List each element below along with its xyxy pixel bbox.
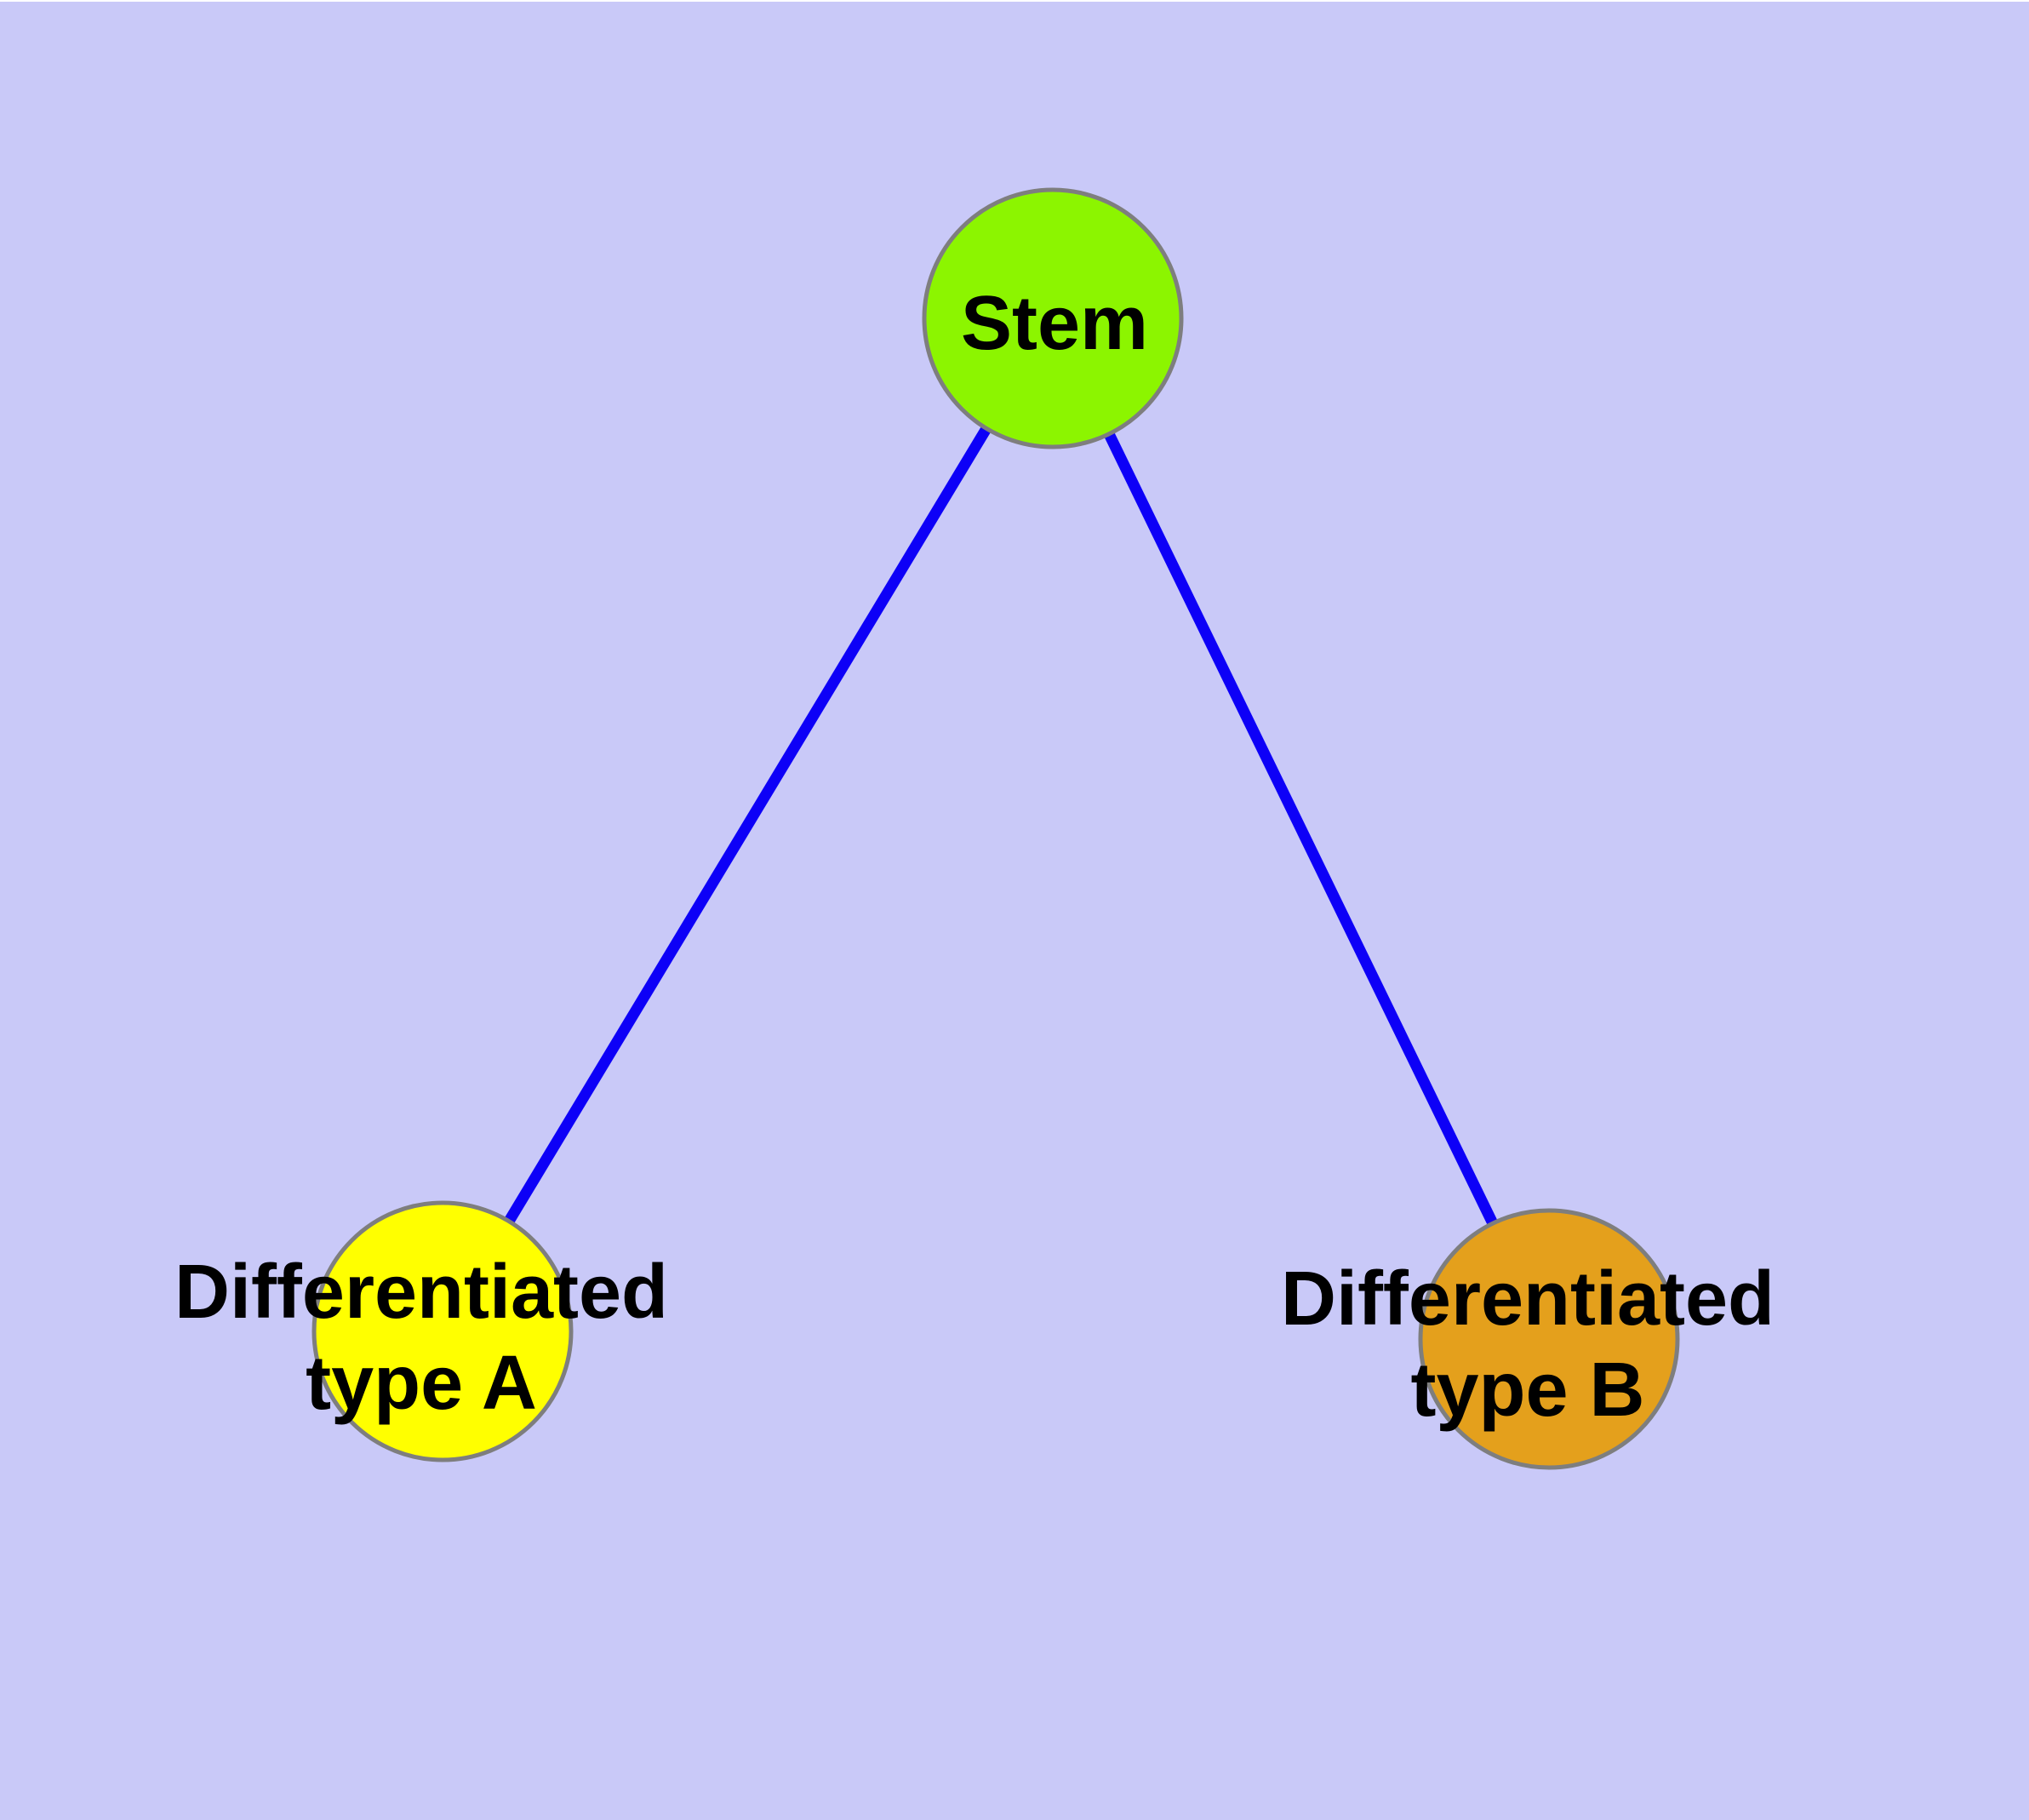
node-type-b-label-line-2: type B	[1410, 1348, 1644, 1433]
node-stem-circle	[922, 187, 1184, 449]
node-type-a-label-line-1: Differentiated	[174, 1250, 668, 1335]
node-type-b-circle	[1418, 1208, 1680, 1470]
node-type-b-label-line-1: Differentiated	[1281, 1256, 1775, 1342]
node-type-a-label-line-2: type A	[306, 1341, 537, 1426]
edge-stem-to-type-a	[437, 315, 1058, 1335]
node-stem-label: Stem	[961, 281, 1148, 366]
edge-stem-to-type-b	[1048, 316, 1554, 1342]
node-type-a-circle	[311, 1200, 574, 1462]
